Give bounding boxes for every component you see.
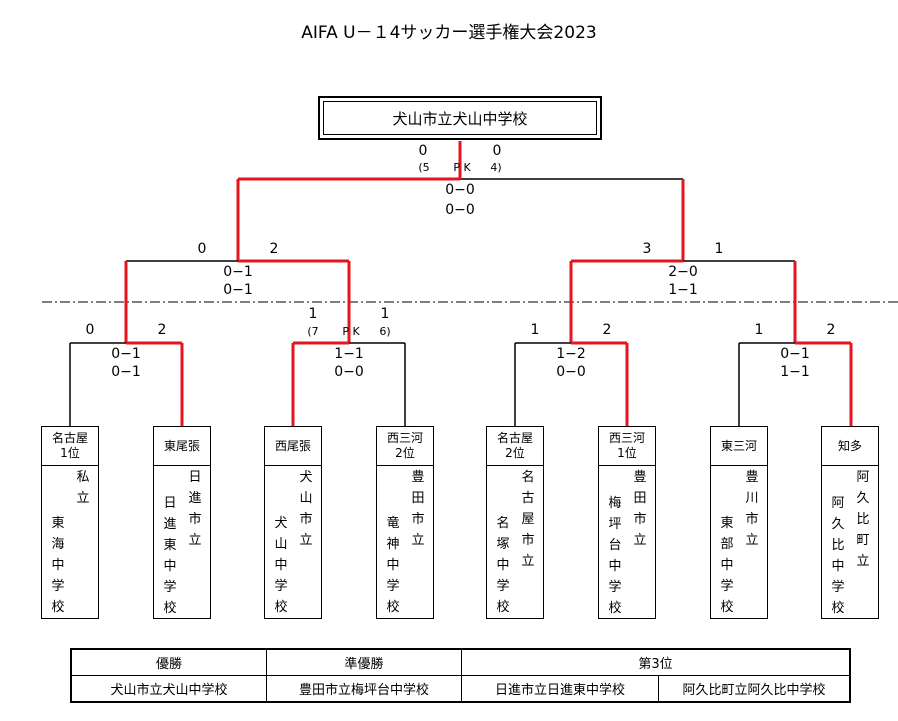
team-region: 知多 (822, 427, 878, 466)
semi2-half1: 2−0 (668, 264, 698, 280)
team-box: 知多 阿久比町立 阿久比中学校 (821, 426, 879, 619)
qf1-half1: 0−1 (111, 346, 141, 362)
team-affiliation: 阿久比町立 (856, 470, 870, 569)
semi1-score-left: 0 (197, 241, 207, 257)
team-school: 犬山中学校 (274, 516, 288, 615)
team-school: 日進東中学校 (163, 496, 177, 616)
runner-up-name: 豊田市立梅坪台中学校 (266, 675, 462, 703)
team-region: 名古屋 1位 (42, 427, 98, 466)
semi1-half2: 0−1 (223, 282, 253, 298)
final-score-left: 0 (418, 143, 428, 159)
team-region: 西三河 2位 (377, 427, 433, 466)
team-school: 東海中学校 (51, 516, 65, 615)
qf3-half2: 0−0 (556, 364, 586, 380)
qf4-score-left: 1 (754, 322, 764, 338)
champion-name: 犬山市立犬山中学校 (323, 101, 597, 135)
team-affiliation: 日進市立 (188, 470, 202, 548)
semi2-half2: 1−1 (668, 282, 698, 298)
team-school: 阿久比中学校 (831, 496, 845, 616)
final-half1: 0−0 (445, 182, 475, 198)
team-affiliation: 私立 (76, 470, 90, 506)
qf3-score-left: 1 (530, 322, 540, 338)
team-affiliation: 豊川市立 (745, 470, 759, 548)
qf3-score-right: 2 (602, 322, 612, 338)
semi2-score-left: 3 (642, 241, 652, 257)
team-affiliation: 犬山市立 (299, 470, 313, 548)
qf2-half1: 1−1 (334, 346, 364, 362)
team-school: 東部中学校 (720, 516, 734, 615)
qf2-score-left: 1 (308, 306, 318, 322)
third-header: 第3位 (461, 648, 851, 676)
team-region: 西尾張 (265, 427, 321, 466)
champion-box: 犬山市立犬山中学校 (318, 96, 602, 140)
results-header-row: 優勝 準優勝 第3位 (70, 648, 851, 676)
third-name-2: 阿久比町立阿久比中学校 (658, 675, 851, 703)
qf4-score-right: 2 (826, 322, 836, 338)
team-affiliation: 豊田市立 (633, 470, 647, 548)
qf1-half2: 0−1 (111, 364, 141, 380)
final-half2: 0−0 (445, 202, 475, 218)
team-box: 東三河 豊川市立 東部中学校 (710, 426, 768, 619)
results-value-row: 犬山市立犬山中学校 豊田市立梅坪台中学校 日進市立日進東中学校 阿久比町立阿久比… (70, 675, 851, 703)
page-title: AIFA U－１4サッカー選手権大会2023 (301, 23, 597, 43)
results-table: 優勝 準優勝 第3位 犬山市立犬山中学校 豊田市立梅坪台中学校 日進市立日進東中… (70, 648, 851, 703)
winner-header: 優勝 (70, 648, 267, 676)
team-box: 名古屋 1位 私立 東海中学校 (41, 426, 99, 619)
team-region: 西三河 1位 (599, 427, 655, 466)
qf4-half2: 1−1 (780, 364, 810, 380)
team-box: 西尾張 犬山市立 犬山中学校 (264, 426, 322, 619)
third-name-1: 日進市立日進東中学校 (461, 675, 659, 703)
team-box: 西三河 2位 豊田市立 竜神中学校 (376, 426, 434, 619)
team-box: 西三河 1位 豊田市立 梅坪台中学校 (598, 426, 656, 619)
qf4-half1: 0−1 (780, 346, 810, 362)
team-region: 東尾張 (154, 427, 210, 466)
semi1-half1: 0−1 (223, 264, 253, 280)
qf3-half1: 1−2 (556, 346, 586, 362)
team-region: 東三河 (711, 427, 767, 466)
qf2-pk-right: 6) (379, 325, 391, 338)
team-affiliation: 名古屋市立 (521, 470, 535, 569)
qf2-half2: 0−0 (334, 364, 364, 380)
semi1-score-right: 2 (269, 241, 279, 257)
qf2-pk-left: (7 (307, 325, 319, 338)
semi2-score-right: 1 (714, 241, 724, 257)
team-school: 竜神中学校 (386, 516, 400, 615)
final-pk-left: (5 (418, 161, 430, 174)
qf1-score-right: 2 (157, 322, 167, 338)
final-pk-label: P K (453, 161, 471, 174)
team-region: 名古屋 2位 (487, 427, 543, 466)
qf2-pk-label: P K (342, 325, 360, 338)
team-school: 梅坪台中学校 (608, 496, 622, 616)
team-box: 東尾張 日進市立 日進東中学校 (153, 426, 211, 619)
final-pk-right: 4) (490, 161, 502, 174)
team-box: 名古屋 2位 名古屋市立 名塚中学校 (486, 426, 544, 619)
runner-up-header: 準優勝 (266, 648, 462, 676)
qf2-score-right: 1 (380, 306, 390, 322)
final-score-right: 0 (492, 143, 502, 159)
winner-name: 犬山市立犬山中学校 (70, 675, 267, 703)
team-affiliation: 豊田市立 (411, 470, 425, 548)
team-school: 名塚中学校 (496, 516, 510, 615)
qf1-score-left: 0 (85, 322, 95, 338)
